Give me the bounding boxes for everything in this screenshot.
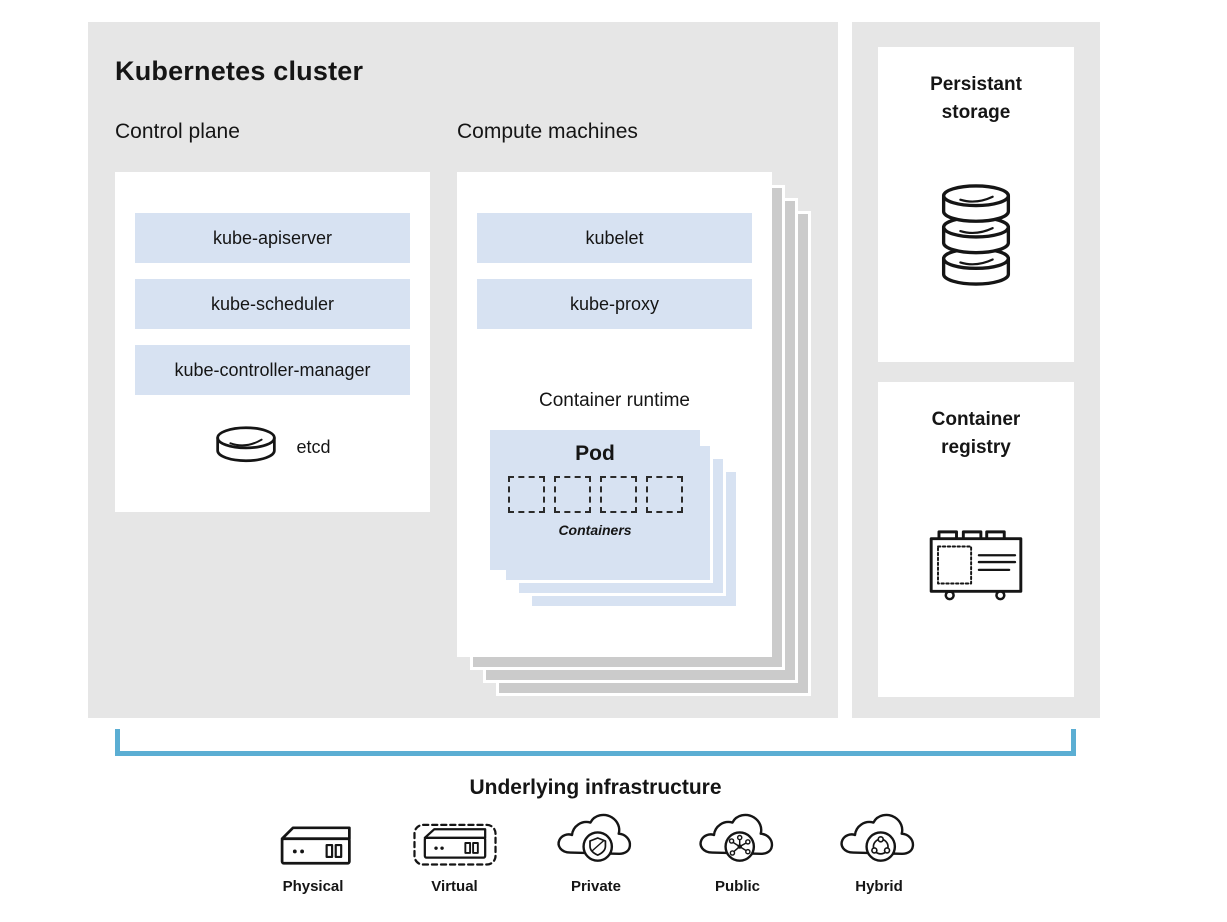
container-box	[507, 476, 545, 513]
infra-item-virtual: Virtual	[400, 816, 510, 895]
etcd-disk-icon	[216, 426, 277, 463]
component-kube-scheduler: kube-scheduler	[135, 279, 410, 329]
infra-label-hybrid: Hybrid	[855, 878, 903, 895]
cluster-title: Kubernetes cluster	[115, 56, 364, 86]
component-kubelet: kubelet	[477, 213, 752, 263]
registry-icon	[929, 530, 1023, 601]
pod-box: Pod Containers	[490, 430, 700, 570]
database-icon	[941, 184, 1011, 286]
infra-label-private: Private	[570, 878, 622, 895]
physical-server-icon	[280, 826, 351, 865]
persistent-storage-box: Persistant storage	[878, 47, 1074, 362]
containers-label: Containers	[558, 522, 632, 538]
infra-label-public: Public	[714, 878, 760, 895]
virtual-server-icon	[412, 823, 497, 866]
infra-label-physical: Physical	[282, 878, 344, 895]
component-kube-controller-manager: kube-controller-manager	[135, 345, 410, 395]
public-cloud-icon	[698, 813, 773, 862]
infra-item-public: Public	[683, 813, 793, 895]
hybrid-cloud-icon	[840, 813, 915, 862]
control-plane-box: kube-apiserver kube-scheduler kube-contr…	[115, 172, 430, 512]
infra-item-hybrid: Hybrid	[824, 813, 934, 895]
infra-item-physical: Physical	[258, 816, 368, 895]
pod-label: Pod	[575, 442, 615, 465]
private-cloud-icon	[557, 813, 632, 862]
pod-containers	[507, 476, 683, 513]
container-box	[553, 476, 591, 513]
compute-machines-label: Compute machines	[457, 120, 638, 143]
infra-item-private: Private	[541, 813, 651, 895]
container-runtime-label: Container runtime	[538, 390, 691, 411]
etcd-row: etcd	[115, 424, 430, 470]
infra-label-virtual: Virtual	[431, 878, 478, 895]
underlying-infrastructure-label: Underlying infrastructure	[469, 776, 722, 799]
container-box	[599, 476, 637, 513]
infrastructure-bracket	[115, 729, 1076, 756]
infrastructure-options: Physical Virtual	[258, 813, 934, 895]
container-box	[645, 476, 683, 513]
container-registry-box: Container registry	[878, 382, 1074, 697]
compute-machines-box: kubelet kube-proxy Container runtime Pod…	[457, 172, 772, 657]
persistent-storage-title: Persistant storage	[930, 74, 1022, 123]
control-plane-label: Control plane	[115, 120, 240, 143]
component-kube-apiserver: kube-apiserver	[135, 213, 410, 263]
container-registry-title: Container registry	[931, 409, 1021, 458]
component-kube-proxy: kube-proxy	[477, 279, 752, 329]
etcd-label: etcd	[296, 436, 331, 457]
